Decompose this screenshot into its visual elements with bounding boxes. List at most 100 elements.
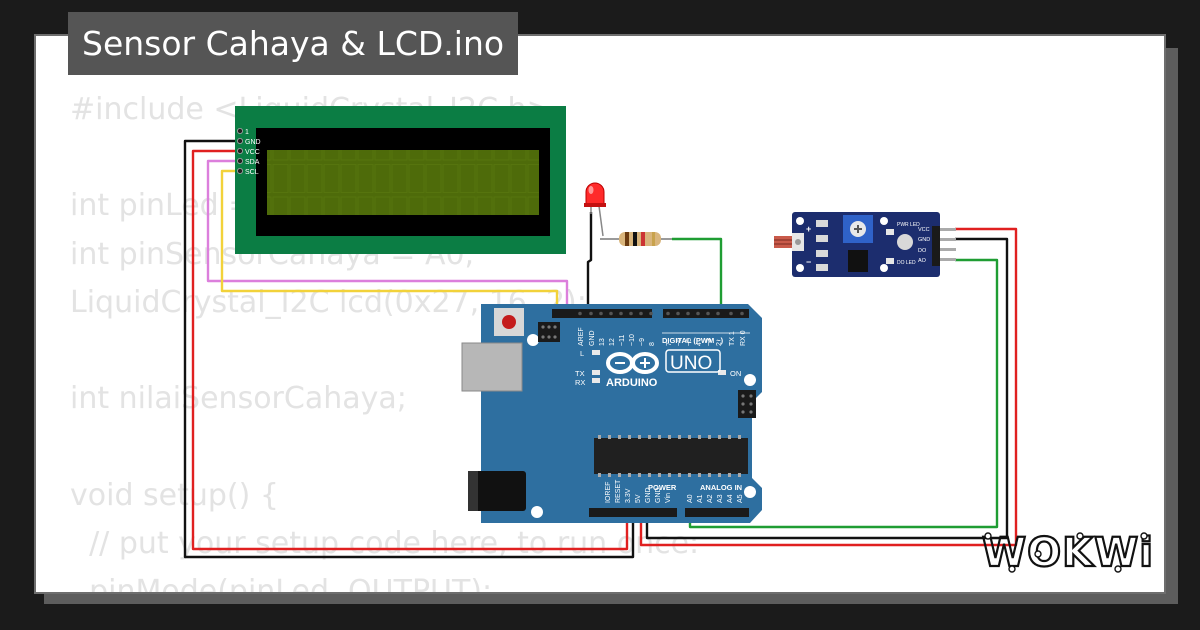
arduino-pin-label: 8 bbox=[649, 342, 656, 346]
wire-led-gnd[interactable] bbox=[586, 212, 593, 312]
header-hole bbox=[729, 311, 733, 316]
arduino-pin-label: ~5 bbox=[686, 338, 693, 346]
red-led[interactable] bbox=[584, 182, 606, 237]
sensor-pin-label: VCC bbox=[918, 227, 930, 233]
wire-lcd-sda[interactable] bbox=[206, 159, 569, 312]
arduino-pin-label: TX 1 bbox=[729, 331, 736, 346]
lcd-display[interactable]: 1 GND VCC SDA SCL bbox=[235, 106, 566, 254]
atmega-chip bbox=[594, 438, 748, 474]
arduino-pin-label: A1 bbox=[697, 494, 704, 503]
header-hole bbox=[619, 311, 623, 316]
analog-header bbox=[685, 508, 749, 517]
lcd-pin-label: GND bbox=[245, 139, 261, 146]
wires bbox=[183, 139, 1018, 559]
arduino-pin-label: RESET bbox=[615, 479, 622, 503]
digital-label: DIGITAL (PWM ~) bbox=[662, 336, 724, 345]
arduino-pin-label: RX 0 bbox=[740, 330, 747, 346]
sensor-led-label: DO LED bbox=[897, 260, 916, 266]
header-hole bbox=[740, 311, 744, 316]
arduino-pin-label: ~3 bbox=[706, 338, 713, 346]
led-tx bbox=[592, 370, 600, 375]
header-hole bbox=[649, 311, 653, 316]
led-l bbox=[592, 350, 600, 355]
wire-sensor-gnd[interactable] bbox=[645, 237, 1009, 540]
code-line: void setup() { bbox=[70, 477, 279, 513]
header-hole bbox=[706, 311, 710, 316]
led-label: ON bbox=[730, 369, 741, 378]
header-hole bbox=[578, 311, 582, 316]
sensor-led-label: PWR LED bbox=[897, 222, 920, 228]
header-hole bbox=[696, 311, 700, 316]
power-label: POWER bbox=[648, 483, 677, 492]
arduino-model: UNO bbox=[670, 353, 712, 374]
header-hole bbox=[589, 311, 593, 316]
wokwi-logo-text: WOKWi bbox=[982, 530, 1153, 576]
sensor-pin-label: GND bbox=[918, 237, 930, 243]
lcd-pin-label: SCL bbox=[245, 169, 259, 176]
arduino-pin-label: GND bbox=[655, 487, 662, 503]
arduino-pin-label: ~6 bbox=[676, 338, 683, 346]
sensor-plus-mark: + bbox=[806, 224, 811, 234]
arduino-pin-label: 2 bbox=[716, 342, 723, 346]
header-hole bbox=[599, 311, 603, 316]
wire-lcd-scl[interactable] bbox=[220, 169, 559, 312]
arduino-pin-label: 12 bbox=[609, 338, 616, 346]
code-line: int nilaiSensorCahaya; bbox=[70, 381, 407, 417]
led-label: RX bbox=[575, 378, 585, 387]
light-sensor-module[interactable]: + − PWR LED DO LED VCC GND DO AO bbox=[774, 212, 956, 277]
lcd-pin-label: 1 bbox=[245, 129, 249, 136]
header-hole bbox=[639, 311, 643, 316]
sensor-pin-label: AO bbox=[918, 258, 927, 264]
wire-lcd-vcc[interactable] bbox=[191, 149, 629, 551]
header-hole bbox=[666, 311, 670, 316]
wire-resistor-pin2[interactable] bbox=[672, 237, 723, 312]
code-line: pinMode(pinLed, OUTPUT); bbox=[70, 574, 493, 594]
led-rx bbox=[592, 378, 600, 383]
arduino-pin-label: AREF bbox=[578, 327, 585, 346]
sensor-pin-header bbox=[932, 226, 956, 266]
wire-sensor-vcc[interactable] bbox=[639, 227, 1018, 547]
led-label: TX bbox=[575, 369, 585, 378]
header-hole bbox=[676, 311, 680, 316]
sensor-pin-label: DO bbox=[918, 248, 927, 254]
analog-label: ANALOG IN bbox=[700, 483, 742, 492]
power-jack bbox=[468, 471, 526, 511]
arduino-pin-label: GND bbox=[645, 487, 652, 503]
arduino-pin-label: A0 bbox=[687, 494, 694, 503]
wokwi-logo: WOKWi bbox=[981, 529, 1153, 577]
lcd-pin-label: VCC bbox=[245, 149, 260, 156]
led-label: L bbox=[580, 349, 584, 358]
arduino-infinity-logo bbox=[606, 352, 659, 374]
header-hole bbox=[716, 311, 720, 316]
arduino-pin-label: GND bbox=[589, 330, 596, 346]
code-line: // put your setup code here, to run once… bbox=[70, 525, 700, 561]
power-header bbox=[589, 508, 677, 517]
arduino-pin-label: A2 bbox=[707, 494, 714, 503]
led-on bbox=[718, 370, 726, 375]
resistor[interactable] bbox=[600, 232, 672, 246]
arduino-pin-label: A5 bbox=[737, 494, 744, 503]
arduino-pin-label: IOREF bbox=[605, 482, 612, 503]
arduino-pin-label: 13 bbox=[599, 338, 606, 346]
sensor-minus-mark: − bbox=[806, 257, 811, 267]
header-hole bbox=[629, 311, 633, 316]
header-hole bbox=[609, 311, 613, 316]
project-title: Sensor Cahaya & LCD.ino bbox=[68, 12, 519, 75]
arduino-pin-label: A3 bbox=[717, 494, 724, 503]
lcd-pin-label: SDA bbox=[245, 159, 260, 166]
arduino-pin-label: 4 bbox=[696, 342, 703, 346]
digital-header-right bbox=[663, 309, 749, 318]
arduino-pin-label: 3.3V bbox=[625, 488, 632, 503]
lcd-pin-header bbox=[236, 127, 243, 174]
arduino-pin-label: ~9 bbox=[639, 338, 646, 346]
header-hole bbox=[686, 311, 690, 316]
arduino-brand: ARDUINO bbox=[606, 377, 658, 389]
wire-lcd-gnd[interactable] bbox=[183, 139, 635, 559]
arduino-pin-label: 7 bbox=[666, 342, 673, 346]
arduino-pin-label: ~10 bbox=[629, 334, 636, 346]
arduino-pin-label: Vin bbox=[665, 493, 672, 503]
arduino-pin-label: ~11 bbox=[619, 335, 626, 346]
usb-port bbox=[461, 342, 523, 392]
